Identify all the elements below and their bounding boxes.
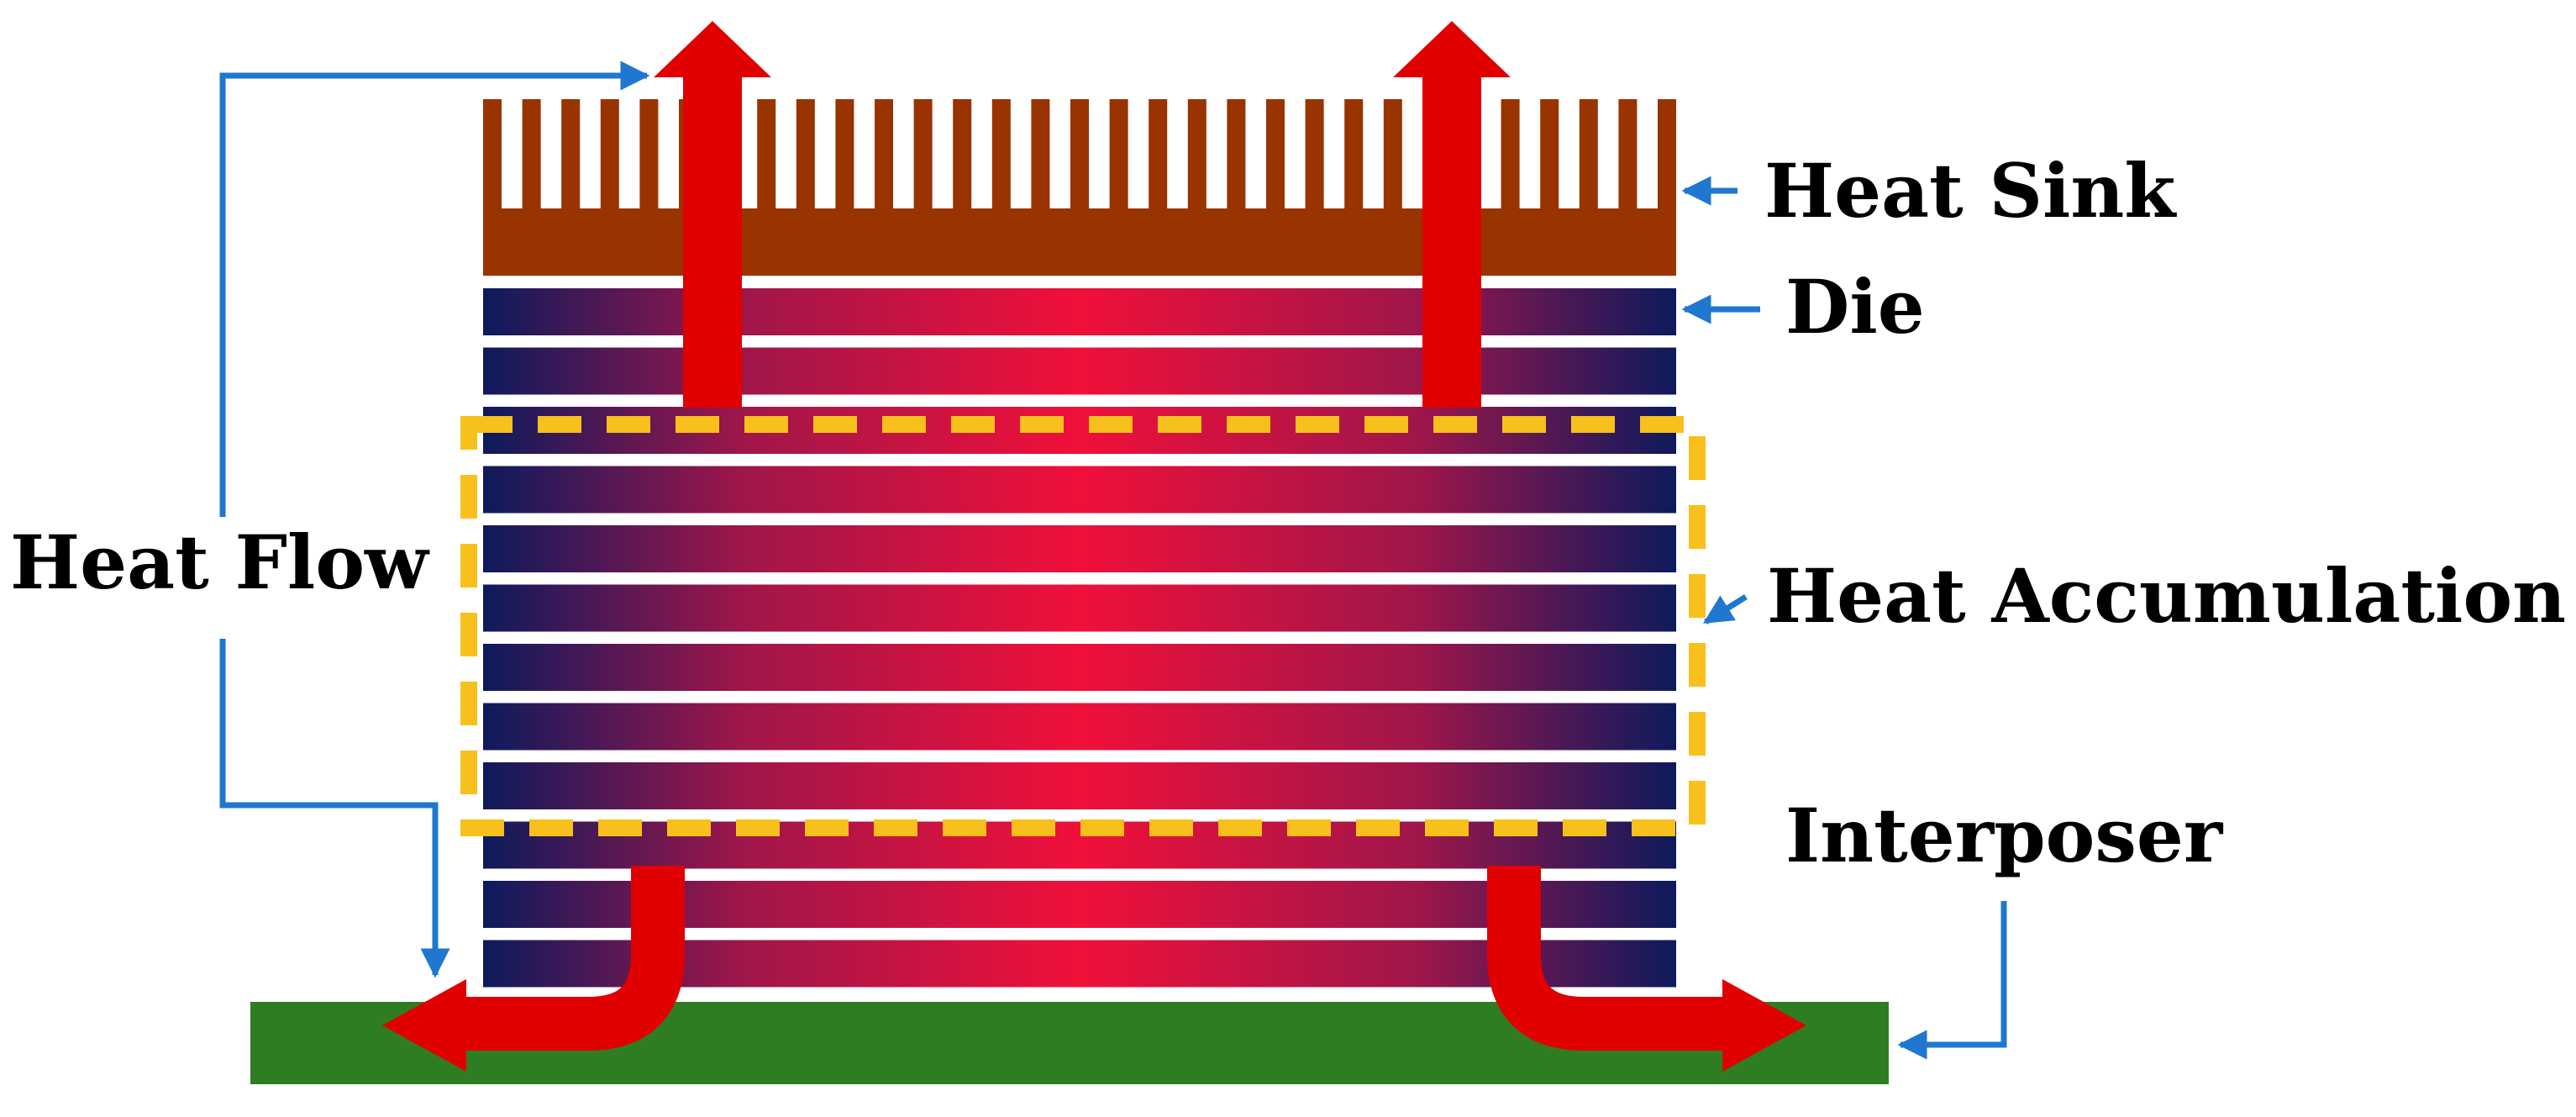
heat-sink-fin [522, 99, 541, 210]
heat-accumulation-label: Heat Accumulation [1767, 552, 2566, 640]
die-layer [483, 584, 1676, 632]
die-layer [483, 288, 1676, 335]
heat-flow-label: Heat Flow [10, 519, 430, 606]
heat-sink [483, 99, 1676, 276]
heat-accumulation-box [460, 416, 1706, 836]
lateral-heat-arrows [382, 866, 1806, 1072]
heat-sink-fin [875, 99, 893, 210]
die-layer [483, 762, 1676, 809]
die-layer [483, 644, 1676, 691]
heat-sink-fin [1658, 99, 1676, 210]
heat-sink-fin [1501, 99, 1520, 210]
heat-flow-leaders [219, 61, 650, 978]
heat-sink-fin [1579, 99, 1598, 210]
heat-sink-fin [1305, 99, 1324, 210]
heat-sink-fin [1070, 99, 1089, 210]
heat-sink-fin [1227, 99, 1246, 210]
heat-sink-fin [913, 99, 933, 210]
up-arrow-left [654, 21, 771, 408]
heat-sink-fin [639, 99, 659, 210]
heat-sink-fin [991, 99, 1011, 210]
bent-arrow-right-head [1722, 979, 1806, 1072]
heat-sink-fin [561, 99, 581, 210]
bent-arrow-left-head [382, 979, 466, 1072]
heat-sink-fin [796, 99, 815, 210]
heat-sink-fin [1031, 99, 1050, 210]
heat-sink-fin [600, 99, 619, 210]
heat-accumulation-leader [1703, 594, 1748, 624]
heat-flow-leader-down [219, 639, 450, 978]
heat-sink-base [483, 208, 1676, 276]
heat-sink-fin [1540, 99, 1559, 210]
heat-sink-label: Heat Sink [1764, 147, 2177, 234]
interposer-label: Interposer [1785, 792, 2224, 879]
heat-sink-fin [1266, 99, 1285, 210]
die-layer [483, 525, 1676, 572]
heat-sink-fin [483, 99, 502, 210]
bent-arrow-right [1487, 866, 1731, 1051]
upward-heat-arrows [654, 21, 1511, 408]
die-label: Die [1785, 263, 1925, 350]
up-arrow-right [1393, 21, 1511, 408]
die-layer [483, 347, 1676, 395]
heat-flow-leader-up [219, 61, 650, 517]
die-layer [483, 703, 1676, 751]
interposer-leader [1897, 901, 2007, 1060]
heat-sink-fin [1187, 99, 1207, 210]
die-layer [483, 407, 1676, 454]
heat-sink-fin [1344, 99, 1364, 210]
heat-sink-fin [1109, 99, 1128, 210]
heat-sink-fin [1383, 99, 1402, 210]
heat-sink-fin [953, 99, 972, 210]
label-leaders [1681, 176, 2007, 1060]
die-layer [483, 466, 1676, 514]
heat-sink-fin [1618, 99, 1638, 210]
heat-sink-fin [1149, 99, 1168, 210]
bent-arrow-left [458, 866, 685, 1051]
heat-sink-fin [835, 99, 854, 210]
heat-sink-fin [757, 99, 776, 210]
